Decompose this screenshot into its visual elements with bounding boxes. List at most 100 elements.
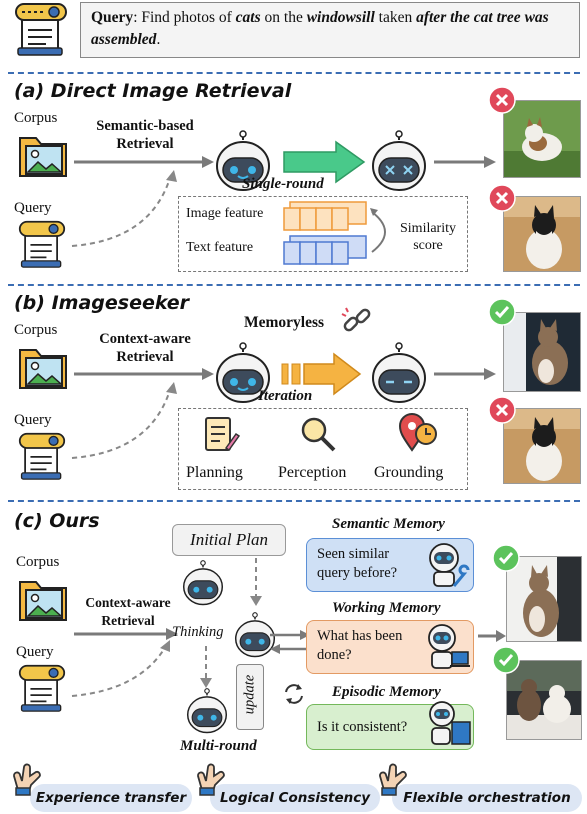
result-photo: [506, 556, 582, 642]
hand-icon: [13, 763, 41, 796]
feature-box: [178, 196, 468, 272]
memoryless-label: Memoryless: [244, 314, 325, 331]
robot-icon: [216, 130, 270, 191]
retrieval-label-b: Context-aware Retrieval: [99, 331, 191, 365]
working-memory-text: What has been done?: [317, 628, 403, 663]
robot-wrench-icon: [429, 543, 470, 587]
dashed-arrow-query-c: [71, 640, 170, 697]
section-b-title: (b) Imageseeker: [14, 292, 190, 314]
footer-flexible-orchestration: Flexible orchestration: [392, 784, 582, 812]
round-label-c: Multi-round: [180, 738, 257, 754]
footer-experience-transfer: Experience transfer: [30, 784, 192, 812]
query-doc-icon: [18, 220, 66, 268]
separator-1: [8, 72, 580, 74]
success-icon: [492, 544, 520, 572]
robot-icon: [182, 560, 224, 606]
arrow-a-to-robot: [74, 156, 214, 168]
robot-icon: [186, 688, 228, 734]
similarity-arc: [370, 208, 386, 253]
corpus-folder-icon: [19, 137, 67, 177]
dashed-arrow-think-down: [200, 646, 212, 688]
round-label-b: Iteration: [258, 388, 313, 404]
section-a-title: (a) Direct Image Retrieval: [14, 80, 292, 102]
semantic-memory-title: Semantic Memory: [332, 516, 445, 532]
arrow-c-to-robot: [74, 628, 178, 640]
arrow-a-to-result: [434, 156, 496, 168]
query-doc-icon: [18, 664, 66, 712]
update-label: update: [241, 674, 258, 715]
initial-plan-box: Initial Plan: [172, 524, 286, 556]
query-label-b: Query: [14, 412, 52, 428]
tool-perception: Perception: [278, 464, 347, 481]
similarity-label: Similarity score: [400, 221, 456, 253]
query-label-a: Query: [14, 200, 52, 216]
dashed-arrow-plan-down: [250, 558, 262, 606]
corpus-label: Corpus: [14, 322, 58, 338]
perception-icon: [301, 417, 336, 452]
tool-planning: Planning: [186, 464, 243, 481]
fail-icon: [488, 86, 516, 114]
success-icon: [488, 298, 516, 326]
episodic-memory-text: Is it consistent?: [317, 719, 408, 735]
query-label: Query: [91, 9, 134, 26]
arrows-to-working-memory: [270, 630, 310, 654]
robot-icon: [234, 612, 276, 658]
working-memory-title: Working Memory: [332, 600, 441, 616]
robot-laptop-icon: [428, 624, 470, 669]
result-photo: [503, 196, 581, 272]
result-photo: [506, 660, 582, 740]
image-feature-label: Image feature: [186, 206, 264, 221]
update-box: [236, 664, 264, 730]
query-text: on the: [260, 9, 307, 26]
robot-board-icon: [429, 701, 471, 745]
corpus-label: Corpus: [16, 554, 60, 570]
retrieval-label-c: Context-aware Retrieval: [85, 595, 171, 628]
query-text: .: [156, 31, 161, 48]
hand-icon: [379, 763, 407, 796]
query-label-c: Query: [16, 644, 54, 660]
query-keyword-cats: cats: [235, 9, 261, 26]
query-doc-icon: [15, 3, 67, 56]
text-feature-bar: [283, 235, 367, 265]
query-keyword-windowsill: windowsill: [306, 9, 375, 26]
section-c-title: (c) Ours: [14, 510, 100, 532]
green-arrow: [283, 140, 366, 184]
arrow-b-to-result: [434, 368, 496, 380]
round-label-a: Single-round: [242, 176, 324, 192]
dashed-arrow-query-b: [71, 382, 177, 459]
retrieval-label-a: Semantic-based Retrieval: [96, 118, 194, 152]
footer-logical-consistency: Logical Consistency: [210, 784, 380, 812]
corpus-folder-icon: [19, 581, 67, 621]
robot-fail-icon: [372, 130, 426, 191]
tools-box: [178, 408, 468, 490]
episodic-memory-title: Episodic Memory: [332, 684, 441, 700]
robot-icon: [372, 342, 426, 403]
result-photo: [503, 408, 581, 484]
query-box: Query: Find photos of cats on the window…: [80, 2, 580, 58]
thinking-label: Thinking: [172, 624, 224, 640]
corpus-label: Corpus: [14, 110, 58, 126]
separator-2: [8, 284, 580, 286]
arrow-b-to-robot: [74, 368, 214, 380]
result-photo: [503, 100, 581, 178]
planning-icon: [205, 417, 241, 452]
grounding-icon: [398, 413, 437, 452]
separator-3: [8, 500, 580, 502]
result-photo: [503, 312, 581, 392]
success-icon: [492, 646, 520, 674]
text-feature-label: Text feature: [186, 240, 254, 255]
query-text: taken: [374, 9, 417, 26]
query-keyword-after: after the cat tree was assembled: [91, 9, 549, 48]
arrow-c-to-result: [478, 630, 506, 642]
image-feature-bar: [283, 201, 367, 231]
robot-icon: [216, 342, 270, 403]
query-doc-icon: [18, 432, 66, 480]
corpus-folder-icon: [19, 349, 67, 389]
tool-grounding: Grounding: [374, 464, 444, 481]
semantic-memory-text: Seen similar query before?: [317, 546, 398, 581]
fail-icon: [488, 184, 516, 212]
dashed-arrow-query-a: [71, 170, 177, 247]
broken-link-icon: [341, 307, 371, 332]
query-text: : Find photos of: [133, 9, 236, 26]
cycle-icon: [285, 684, 303, 704]
